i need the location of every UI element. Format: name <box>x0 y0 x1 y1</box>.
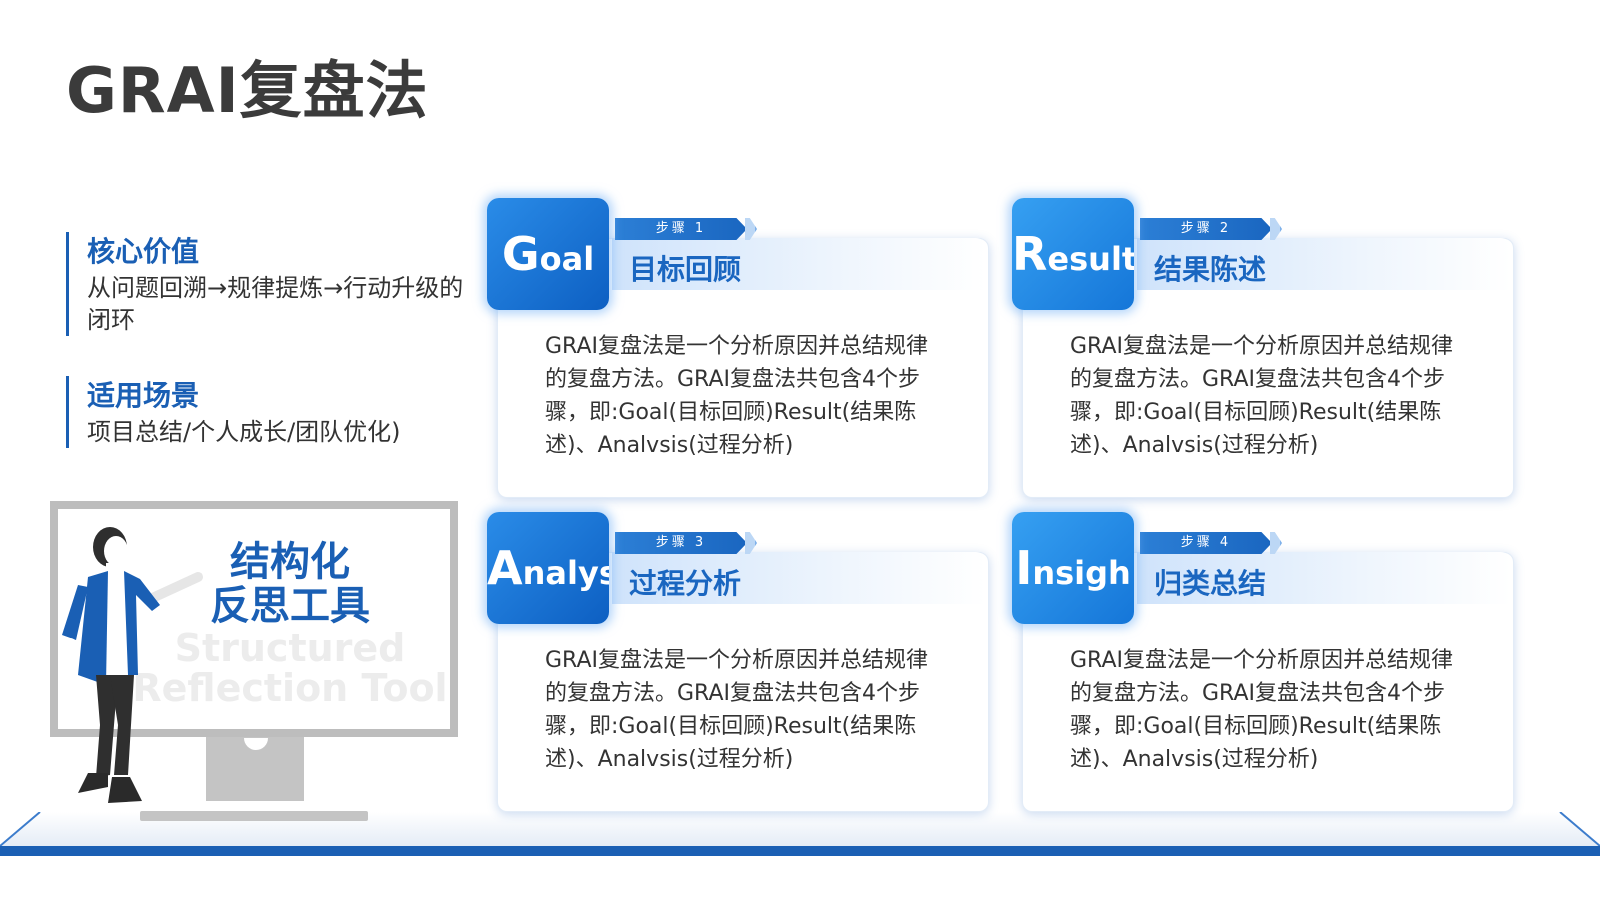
step-badge: Analys <box>487 512 609 624</box>
badge-rest: oal <box>539 240 595 278</box>
scenario-text: 项目总结/个人成长/团队优化) <box>87 418 401 446</box>
badge-initial: G <box>501 227 540 281</box>
monitor-title-line2: 反思工具 <box>210 583 370 629</box>
chevron-right-icon <box>1270 532 1282 554</box>
monitor-title-line1: 结构化 <box>230 539 350 585</box>
bottom-stripe <box>0 846 1600 856</box>
step-description: GRAI复盘法是一个分析原因并总结规律的复盘方法。GRAI复盘法共包含4个步骤，… <box>545 648 928 772</box>
badge-initial: A <box>487 541 523 595</box>
chevron-right-icon <box>1270 218 1282 240</box>
floor-decoration <box>0 812 1600 847</box>
badge-initial: I <box>1015 541 1033 595</box>
step-description: GRAI复盘法是一个分析原因并总结规律的复盘方法。GRAI复盘法共包含4个步骤，… <box>1070 648 1453 772</box>
badge-rest: esult <box>1047 240 1134 278</box>
step-label: 步骤 4 <box>1140 532 1272 554</box>
core-value-block: 核心价值 从问题回溯→规律提炼→行动升级的闭环 <box>66 232 467 336</box>
badge-rest: nalys <box>522 554 609 592</box>
monitor-subtitle-line1: Structured <box>174 626 406 670</box>
card-header-bar <box>1137 238 1511 290</box>
scenario-heading: 适用场景 <box>87 379 200 412</box>
chevron-right-icon <box>745 532 757 554</box>
step-name: 过程分析 <box>629 567 742 600</box>
core-value-heading: 核心价值 <box>87 235 200 268</box>
step-card-goal: 步骤 1 Goal 目标回顾 GRAI复盘法是一个分析原因并总结规律的复盘方法。… <box>487 198 989 498</box>
step-label: 步骤 2 <box>1140 218 1272 240</box>
chevron-right-icon <box>745 218 757 240</box>
step-description: GRAI复盘法是一个分析原因并总结规律的复盘方法。GRAI复盘法共包含4个步骤，… <box>1070 334 1453 458</box>
badge-initial: R <box>1012 227 1048 281</box>
monitor-subtitle: Structured Reflection Tool <box>130 628 450 708</box>
step-name: 结果陈述 <box>1154 253 1267 286</box>
monitor-notch <box>244 738 268 750</box>
monitor-title: 结构化 反思工具 <box>180 540 400 628</box>
page-title: GRAI复盘法 <box>66 54 429 127</box>
presenter-illustration <box>62 527 203 803</box>
scenario-block: 适用场景 项目总结/个人成长/团队优化) <box>66 376 467 448</box>
step-card-result: 步骤 2 Result 结果陈述 GRAI复盘法是一个分析原因并总结规律的复盘方… <box>1012 198 1514 498</box>
card-header-bar <box>1137 552 1511 604</box>
step-description: GRAI复盘法是一个分析原因并总结规律的复盘方法。GRAI复盘法共包含4个步骤，… <box>545 334 928 458</box>
card-header-bar <box>612 238 986 290</box>
step-card-analysis: 步骤 3 Analys 过程分析 GRAI复盘法是一个分析原因并总结规律的复盘方… <box>487 512 989 812</box>
step-badge: Result <box>1012 198 1134 310</box>
monitor-subtitle-line2: Reflection Tool <box>132 666 448 710</box>
card-header-bar <box>612 552 986 604</box>
step-badge: Goal <box>487 198 609 310</box>
monitor-base <box>140 811 368 821</box>
step-card-insight: 步骤 4 Insigh 归类总结 GRAI复盘法是一个分析原因并总结规律的复盘方… <box>1012 512 1514 812</box>
step-name: 归类总结 <box>1154 567 1267 600</box>
badge-rest: nsigh <box>1032 554 1131 592</box>
step-label: 步骤 3 <box>615 532 747 554</box>
step-label: 步骤 1 <box>615 218 747 240</box>
core-value-text: 从问题回溯→规律提炼→行动升级的闭环 <box>87 274 464 334</box>
step-name: 目标回顾 <box>629 253 742 286</box>
step-badge: Insigh <box>1012 512 1134 624</box>
